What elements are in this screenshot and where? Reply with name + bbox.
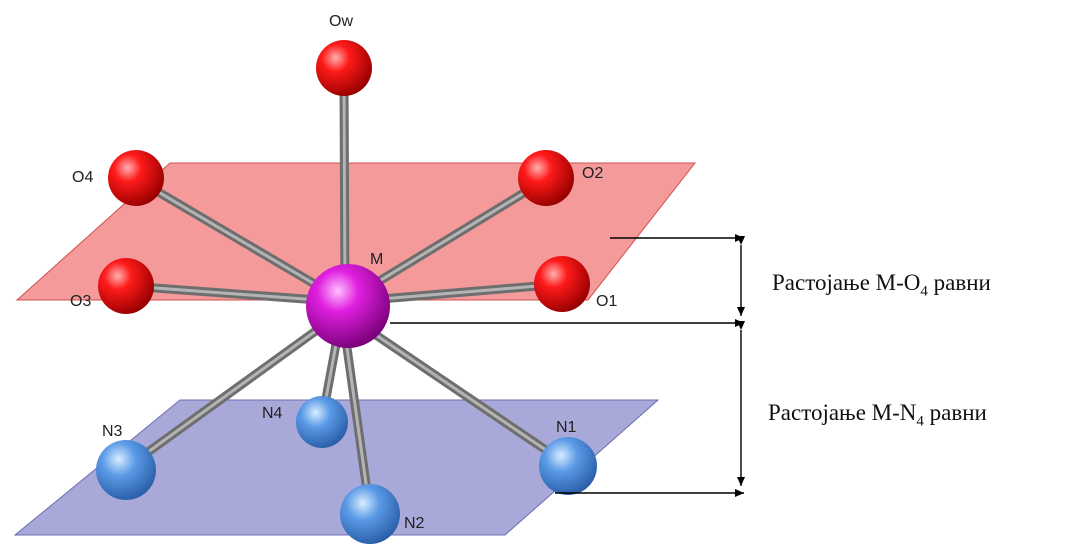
m-o4-distance-label: Растојање M-O4 равни: [772, 270, 991, 301]
m-n4-label-suffix: равни: [923, 400, 987, 425]
label-o2: O2: [582, 165, 603, 182]
m-n4-distance-label: Растојање M-N4 равни: [768, 400, 987, 431]
label-o3: O3: [70, 293, 91, 310]
atom-n1: [539, 437, 597, 495]
m-o4-label-subscript: 4: [920, 283, 928, 300]
m-o4-label-prefix: Растојање M-O: [772, 270, 921, 295]
label-n2: N2: [404, 515, 425, 532]
o4-plane: [15, 162, 697, 301]
atom-o3: [98, 258, 154, 314]
atom-n4: [296, 396, 348, 448]
label-n4: N4: [262, 405, 283, 422]
label-ow: Ow: [329, 13, 353, 30]
label-o4: O4: [72, 169, 93, 186]
label-m: M: [370, 251, 383, 268]
distance-markers: [390, 234, 745, 497]
label-n3: N3: [102, 423, 123, 440]
m-n4-label-subscript: 4: [916, 413, 924, 430]
atom-n3: [96, 440, 156, 500]
label-n1: N1: [556, 419, 577, 436]
atom-o2: [518, 150, 574, 206]
atom-o4: [108, 150, 164, 206]
atom-o1: [534, 256, 590, 312]
m-o4-label-suffix: равни: [927, 270, 991, 295]
atom-ow: [316, 40, 372, 96]
m-n4-label-prefix: Растојање M-N: [768, 400, 917, 425]
label-o1: O1: [596, 293, 617, 310]
atom-m: [306, 264, 390, 348]
atom-n2: [340, 484, 400, 544]
